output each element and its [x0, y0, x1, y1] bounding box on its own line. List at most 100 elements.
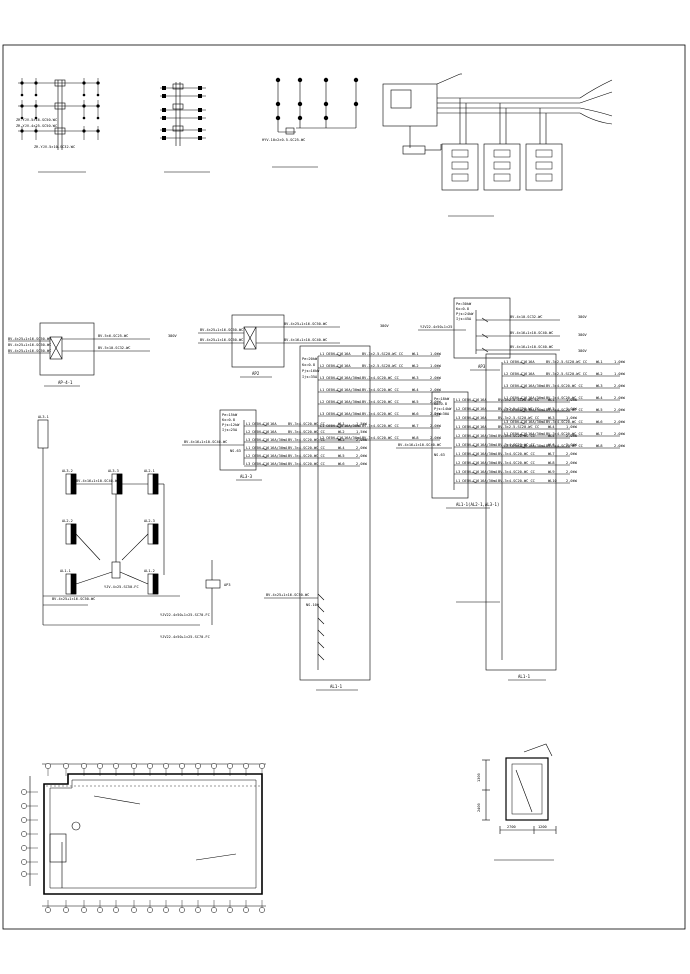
al1-1-circuit-cable: BV-3×4-SC20-WC CC	[362, 436, 399, 440]
al1-multi-circuit-load: 1.0kW	[566, 416, 578, 420]
al1-1-circuit-circ: WL6	[412, 412, 419, 416]
al3-3-circuit-ck: 16A	[270, 430, 277, 434]
al1-multi-name-1: Pe=18kW	[434, 397, 450, 401]
al1-1-circuit-circ: WL2	[412, 364, 419, 368]
al3-3-circuit-load: 2.0kW	[356, 462, 368, 466]
ap3-label: AP3	[478, 364, 486, 369]
al-right-circuit-phase: L3	[504, 420, 508, 424]
al3-3-circuit-circ: WL6	[338, 462, 345, 466]
al1-multi-circuit-circ: WL7	[548, 452, 555, 456]
axis-bubble	[113, 900, 119, 913]
al3-3-circuit-phase: L1	[246, 446, 250, 450]
axis-bubble	[195, 900, 201, 913]
al1-1-circuit-load: 2.0kW	[430, 400, 442, 404]
axis-bubble	[21, 803, 38, 809]
axis-bubble	[147, 763, 153, 776]
al1-multi-circuit-phase: L3	[456, 443, 460, 447]
al1-multi-name-4: Ijs=30A	[434, 412, 450, 416]
riser-diagram-2	[160, 82, 210, 173]
layout-label-7: AL1-1	[60, 569, 71, 573]
al-right-circuit-breaker: C65N-C16	[510, 360, 527, 364]
al-right-circuit-phase: L2	[504, 444, 508, 448]
axis-bubble	[131, 900, 137, 913]
ap3-voltage-in: 380V	[380, 324, 389, 328]
al1-1-circuit-phase: L2	[320, 364, 324, 368]
al1-1-circuit-ck: 16A/30mA	[344, 424, 362, 428]
al3-3-name-2: Kx=0.8	[222, 418, 235, 422]
axis-bubble	[259, 900, 265, 913]
al1-1-circuit-breaker: C65N-C16	[326, 436, 343, 440]
al1-multi-circuit-breaker: C65N-C16	[462, 407, 479, 411]
layout-wiring-diagram	[37, 419, 221, 626]
al-right-circuit-circ: WL8	[596, 444, 603, 448]
al1-1-circuit-cable: BV-3×2.5-SC20-WC CC	[362, 364, 403, 368]
axis-bubble	[211, 763, 217, 776]
axis-bubble	[81, 763, 87, 776]
al1-1-circuit-load: 2.0kW	[430, 412, 442, 416]
axis-bubble	[63, 900, 69, 913]
ap3-name-2: Kx=0.8	[456, 307, 469, 311]
al1-multi-circuit-circ: WL6	[548, 443, 555, 447]
axis-bubble	[21, 871, 38, 877]
al-right-label: AL1-1	[518, 674, 531, 679]
al3-3-circuit-circ: WL1	[338, 422, 345, 426]
panel-al-right-diagram	[456, 353, 557, 681]
al1-multi-circuit-breaker: C65N-C16	[462, 416, 479, 420]
al1-1-circuit-cable: BV-3×4-SC20-WC CC	[362, 424, 399, 428]
layout-label-6: AL2-3	[144, 519, 155, 523]
al1-multi-circuit-circ: WL4	[548, 425, 555, 429]
riser1-cable-2: ZR-YJV-4×25-SC50-WC	[16, 124, 57, 128]
axis-bubble	[21, 831, 38, 837]
al-right-circuit-ck: 16A	[528, 360, 535, 364]
al1-1-circuit-circ: WL3	[412, 376, 419, 380]
al1-1-circuit-ck: 16A/30mA	[344, 376, 362, 380]
al1-multi-circuit-phase: L1	[456, 398, 460, 402]
riser1-cable-3: ZR-YJV-5×10-SC32-WC	[34, 145, 75, 149]
al1-multi-circuit-load: 2.0kW	[566, 479, 578, 483]
ap3-name-1: Pe=30kW	[456, 302, 472, 306]
al3-3-circuit-cable: BV-3×4-SC20-WC CC	[288, 462, 325, 466]
al1-multi-circuit-breaker: C65N-C16	[462, 434, 479, 438]
al1-multi-circuit-ck: 16A/30mA	[480, 470, 498, 474]
al1-1-circuit-ck: 16A	[344, 364, 351, 368]
al3-3-circuit-breaker: C65N-C16	[252, 430, 269, 434]
al-right-circuit-load: 2.0kW	[614, 432, 626, 436]
al-right-circuit-circ: WL7	[596, 432, 603, 436]
al3-3-circuit-circ: WL5	[338, 454, 345, 458]
ap11-label: AP-4-1	[58, 380, 73, 385]
axis-bubble	[147, 900, 153, 913]
al-right-circuit-circ: WL6	[596, 420, 603, 424]
al3-3-circuit-cable: BV-3×4-SC20-WC CC	[288, 422, 325, 426]
al1-1-circuit-ck: 16A	[344, 352, 351, 356]
ap3-v3: 380V	[578, 349, 587, 353]
floor-plan	[21, 763, 266, 913]
al3-3-circuit-ck: 16A	[270, 422, 277, 426]
axis-bubble	[195, 763, 201, 776]
layout-cable-b: YJV-4×25-SC50-FC	[104, 585, 139, 589]
al1-1-circuit-cable: BV-3×4-SC20-WC CC	[362, 376, 399, 380]
ap11-in1: BV-4×25+1×16-SC50-WC	[8, 337, 51, 341]
al-right-circuit-cable: BV-3×4-SC20-WC CC	[546, 396, 583, 400]
ap11-out2: BV-5×10-SC32-WC	[98, 346, 130, 350]
al3-3-circuit-load: 1.5kW	[356, 430, 368, 434]
al-right-circuit-circ: WL4	[596, 396, 603, 400]
al-right-circuit-phase: L3	[504, 384, 508, 388]
